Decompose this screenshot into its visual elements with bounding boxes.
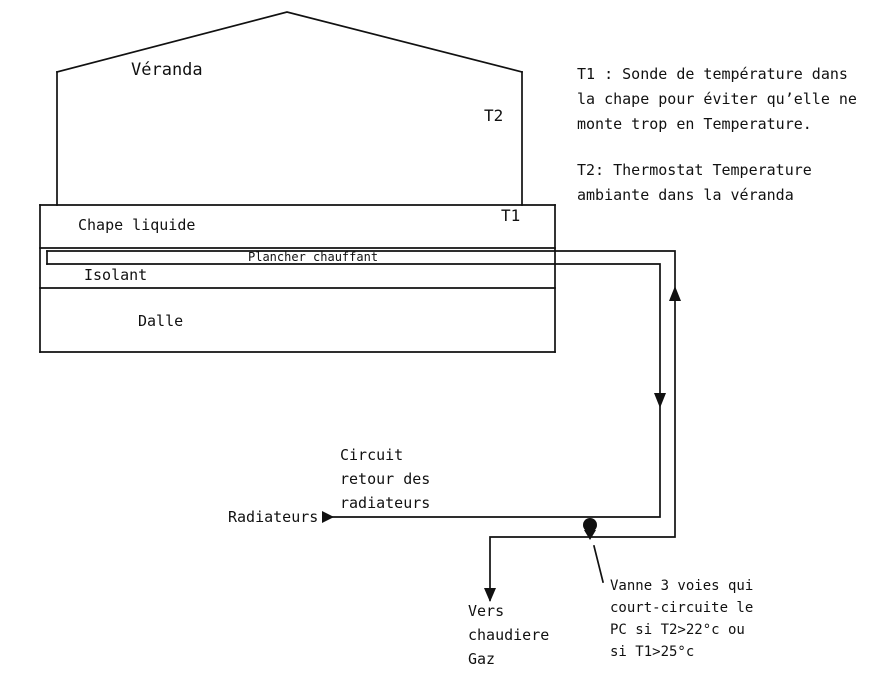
radiateurs-arrow-icon	[322, 511, 334, 523]
dalle-label: Dalle	[138, 312, 183, 330]
flow-down-arrow-icon	[654, 393, 666, 408]
t2-note-line-2: ambiante dans la véranda	[577, 186, 794, 204]
vanne-note-line-3: PC si T2>22°c ou	[610, 622, 745, 638]
three-way-valve-icon	[583, 518, 597, 532]
t1-note-line-2: la chape pour éviter qu’elle ne	[577, 90, 857, 108]
vanne-note-line-1: Vanne 3 voies qui	[610, 578, 753, 594]
isolant-label: Isolant	[84, 266, 147, 284]
return-pipe-path	[46, 263, 661, 518]
vanne-note-line-4: si T1>25°c	[610, 644, 694, 660]
circuit-retour-line-1: Circuit	[340, 446, 403, 464]
t1-sensor-label: T1	[501, 206, 520, 225]
t1-note-line-3: monte trop en Temperature.	[577, 115, 812, 133]
valve-stem-icon	[584, 530, 596, 540]
circuit-retour-line-2: retour des	[340, 470, 430, 488]
vers-chaudiere-line-3: Gaz	[468, 650, 495, 668]
chape-label: Chape liquide	[78, 216, 195, 234]
t2-note-line-1: T2: Thermostat Temperature	[577, 161, 812, 179]
vers-chaudiere-line-2: chaudiere	[468, 626, 549, 644]
radiateurs-label: Radiateurs	[228, 508, 318, 526]
vanne-pointer-line	[592, 544, 605, 584]
vers-chaudiere-line-1: Vers	[468, 602, 504, 620]
circuit-retour-line-3: radiateurs	[340, 494, 430, 512]
vanne-note-line-2: court-circuite le	[610, 600, 753, 616]
supply-pipe-path	[46, 250, 676, 601]
t2-sensor-label: T2	[484, 106, 503, 125]
t1-note-line-1: T1 : Sonde de température dans	[577, 65, 848, 83]
roof-outline	[55, 11, 524, 74]
flow-up-arrow-icon	[669, 286, 681, 301]
chaudiere-arrow-icon	[484, 588, 496, 602]
veranda-label: Véranda	[131, 60, 203, 80]
plancher-label: Plancher chauffant	[248, 250, 378, 264]
